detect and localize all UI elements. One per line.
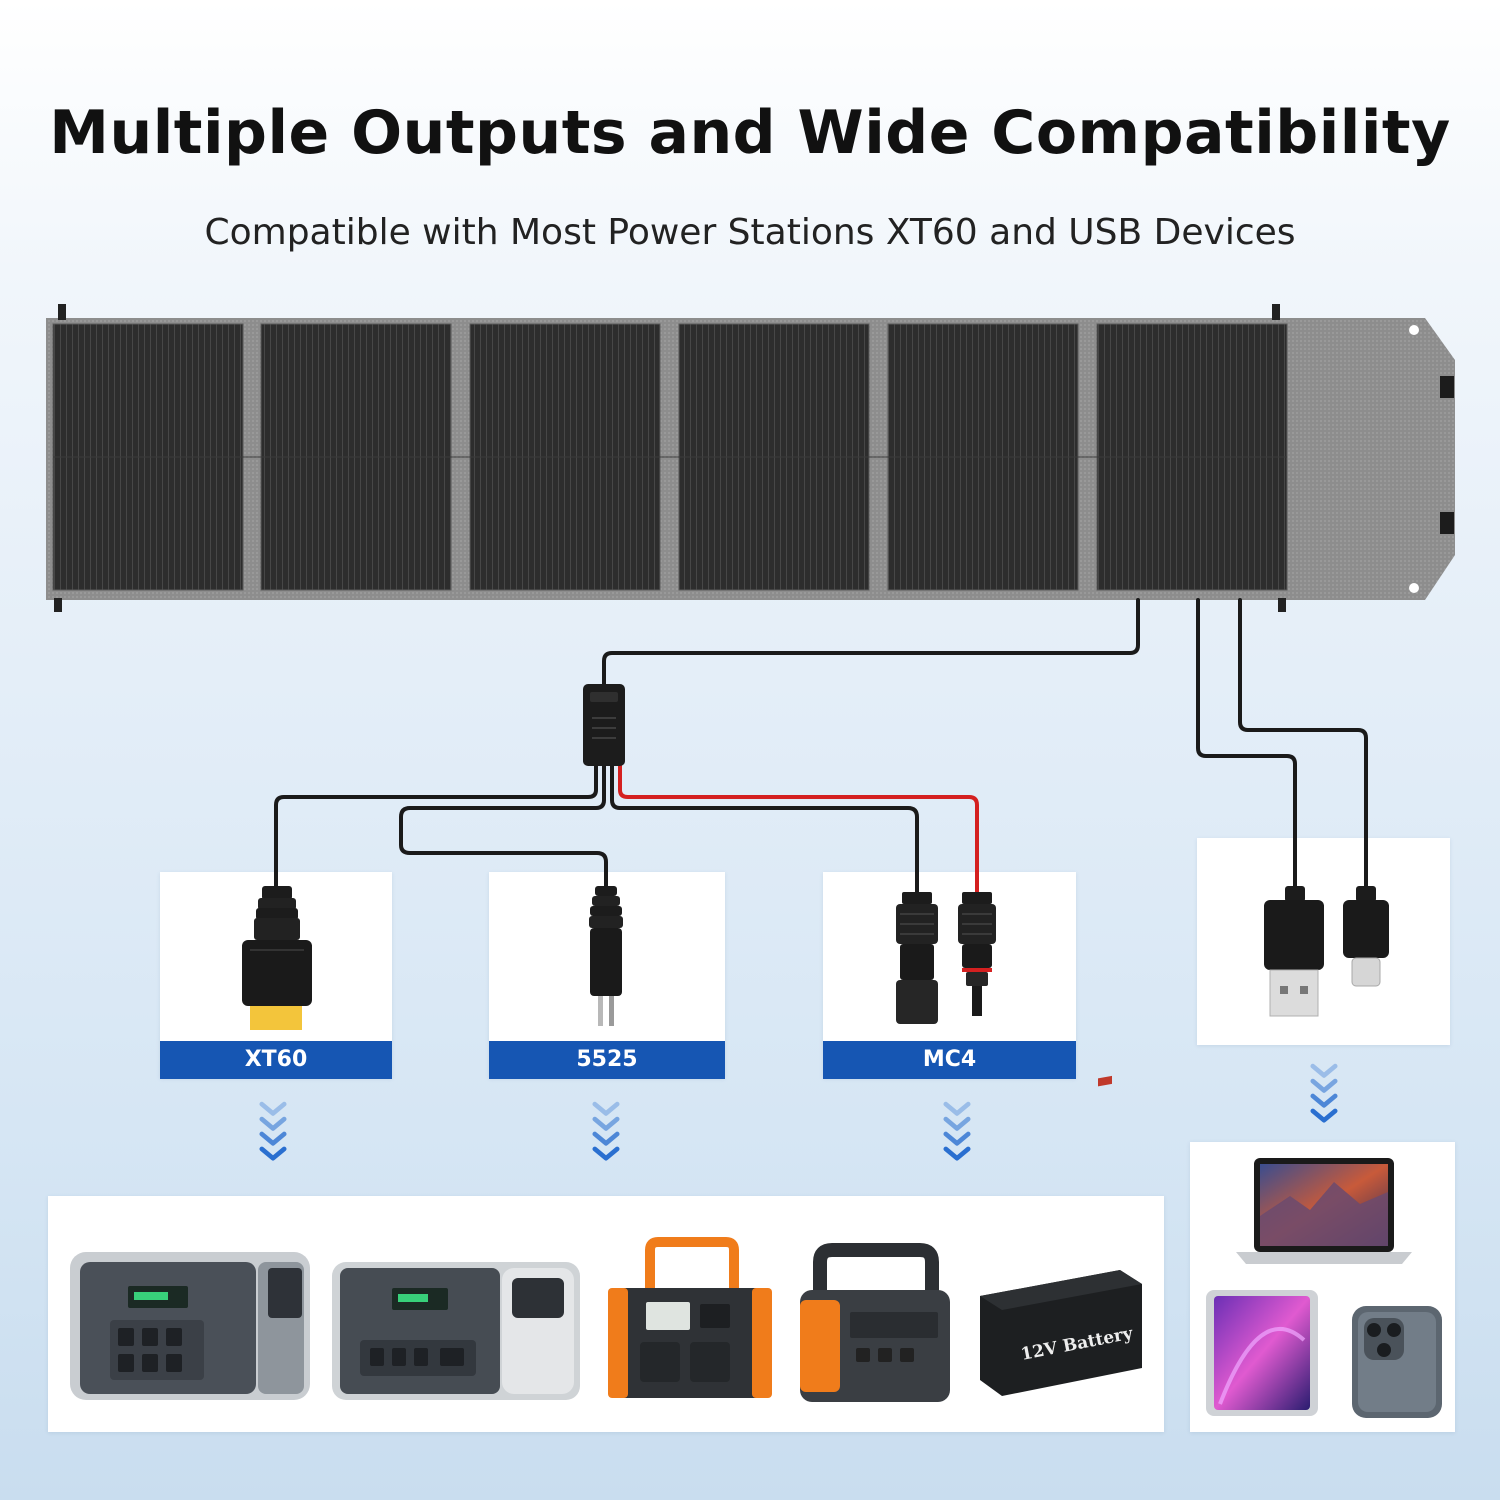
solar-panel (46, 304, 1455, 612)
cables (274, 598, 1368, 894)
page-title: Multiple Outputs and Wide Compatibility (49, 98, 1451, 168)
xt60-label: XT60 (160, 1041, 392, 1079)
page-subtitle: Compatible with Most Power Stations XT60… (204, 212, 1296, 253)
power-station-orange-handle-icon (608, 1237, 772, 1398)
5525-label: 5525 (489, 1041, 725, 1079)
dc5525-plug-icon (589, 886, 623, 1026)
splitter-connector (583, 684, 625, 766)
arrow-down-icon (595, 1104, 617, 1158)
12v-battery-icon: 12V Battery (980, 1075, 1142, 1396)
arrow-down-icon (946, 1104, 968, 1158)
xt60-plug-icon (242, 886, 312, 1030)
smartphone-icon (1352, 1306, 1442, 1418)
tablet-icon (1206, 1290, 1318, 1416)
power-station-large-icon (70, 1252, 310, 1400)
arrow-down-icon (1313, 1066, 1335, 1120)
arrow-down-icon (262, 1104, 284, 1158)
usb-c-plug-icon (1343, 886, 1389, 987)
power-station-jackery-icon (800, 1243, 950, 1402)
laptop-icon (1236, 1158, 1412, 1264)
mc4-label: MC4 (823, 1041, 1076, 1079)
usb-a-plug-icon (1264, 886, 1324, 1017)
power-station-medium-icon (332, 1262, 580, 1400)
mc4-plug-icon (896, 892, 996, 1024)
